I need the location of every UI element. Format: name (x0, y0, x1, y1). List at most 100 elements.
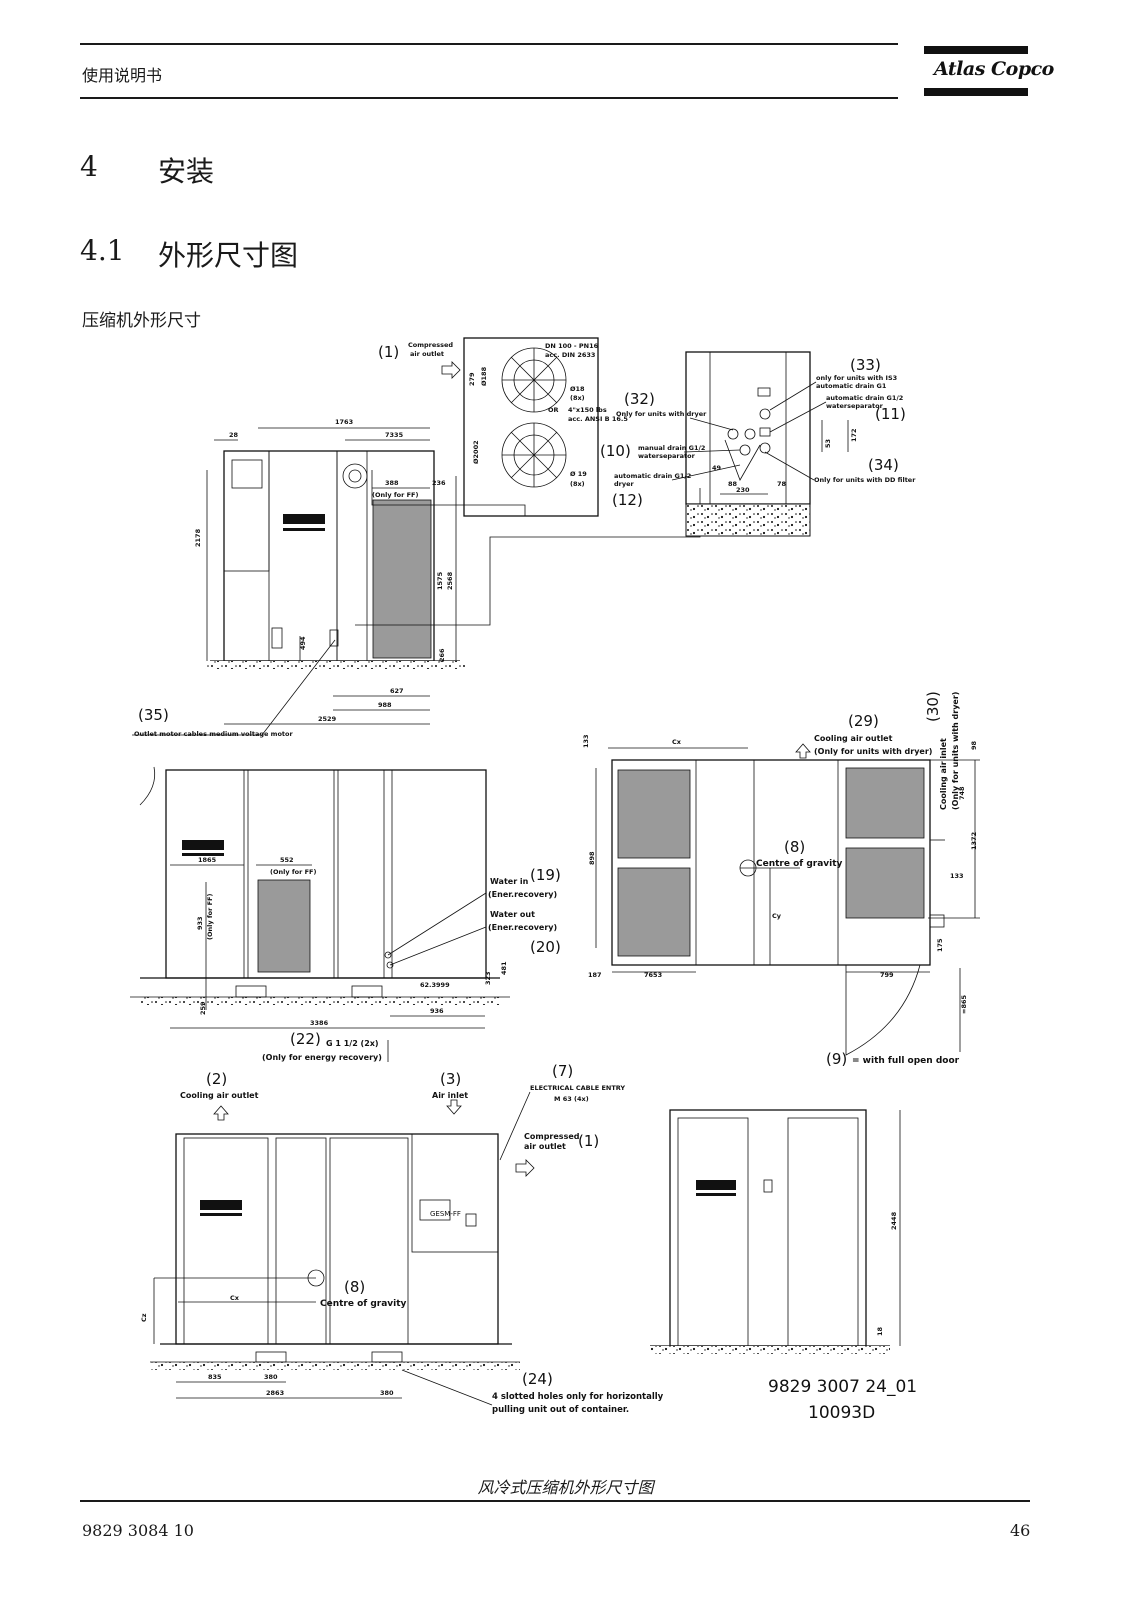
subsection-number: 4.1 (80, 234, 125, 267)
dim-78: 78 (777, 480, 787, 488)
footer-rule (80, 1500, 1030, 1502)
callout-9: (9) (826, 1050, 847, 1068)
callout-3: (3) (440, 1070, 461, 1088)
callout-32-text: Only for units with dryer (616, 410, 707, 418)
footer-doc-number: 9829 3084 10 (82, 1521, 194, 1540)
dim-88: 88 (728, 480, 738, 488)
callout-9-text: = with full open door (852, 1056, 960, 1066)
callout-8-text: Centre of gravity (756, 859, 843, 869)
flange1-spec: DN 100 - PN16 (545, 342, 599, 350)
callout-20-text2: (Ener.recovery) (488, 923, 557, 932)
callout-1-text1: Compressed (408, 341, 453, 349)
dim-133-side: 133 (582, 734, 590, 748)
dim-988: 988 (378, 701, 392, 709)
callout-10: (10) (600, 442, 631, 460)
dim-1372: 1372 (970, 832, 978, 850)
flange-or: OR (548, 406, 559, 414)
dim-2529: 2529 (318, 715, 337, 723)
dim-230: 230 (736, 486, 750, 494)
side-view-bottom: Cz Cx 835 380 2863 380 (140, 1133, 520, 1406)
callout-12: (12) (612, 491, 643, 509)
dim-2448: 2448 (890, 1211, 898, 1230)
dim-18: 18 (876, 1326, 884, 1336)
dim-7335: 7335 (385, 431, 404, 439)
callout-30: (30) (924, 691, 942, 722)
dim-748: 748 (958, 786, 966, 800)
drain-detail-view: 230 88 49 78 53 172 (685, 351, 858, 537)
dim-266: 266 (438, 648, 446, 662)
flange2-spec: 4"x150 lbs (568, 406, 607, 414)
end-view-bottom: 2448 18 (650, 1109, 901, 1354)
dim-d2002: Ø2002 (472, 440, 480, 464)
callout-8b-text: Centre of gravity (320, 1299, 407, 1309)
drawing-ref-code: 10093D (808, 1403, 875, 1423)
dim-481: 481 (500, 961, 508, 975)
dim-494: 494 (299, 636, 307, 650)
flange1-std: acc. DIN 2633 (545, 351, 595, 359)
callout-12-text1: automatic drain G1/2 (614, 472, 691, 480)
dim-62: 62.3999 (420, 981, 450, 989)
callout-22: (22) (290, 1030, 321, 1048)
callout-29-text1: Cooling air outlet (814, 734, 893, 743)
dim-1763: 1763 (335, 418, 353, 426)
dim-2863: 2863 (266, 1389, 284, 1397)
callout-24-text1: 4 slotted holes only for horizontally (492, 1392, 664, 1402)
side-view-middle: 1865 552 (Only for FF) 933 (Only for FF)… (130, 766, 510, 1062)
callout-11: (11) (875, 405, 906, 423)
callout-1b-text1: Compressed (524, 1132, 580, 1141)
flange-detail: 279 Ø188 Ø2002 DN 100 - PN16 acc. DIN 26… (371, 337, 628, 517)
callout-22-text1: G 1 1/2 (2x) (326, 1039, 379, 1048)
callout-19: (19) (530, 866, 561, 884)
subsection-title: 外形尺寸图 (158, 239, 299, 272)
dim-388: 388 (385, 479, 399, 487)
dim-323: 323 (484, 971, 492, 985)
callout-24: (24) (522, 1370, 553, 1388)
front-view-top: 1763 28 7335 388 (Only for FF) 236 2178 … (132, 418, 701, 736)
dim-835: 835 (208, 1373, 222, 1381)
dim-cy: Cy (772, 912, 782, 920)
dim-cx2: Cx (230, 1294, 240, 1302)
footer-page-number: 46 (1010, 1521, 1031, 1540)
callout-8b: (8) (344, 1278, 365, 1296)
callout-35: (35) (138, 706, 169, 724)
callout-22-text2: (Only for energy recovery) (262, 1053, 382, 1062)
callout-34-text: Only for units with DD filter (814, 476, 916, 484)
callout-1b-text2: air outlet (524, 1142, 566, 1151)
dim-259: 259 (199, 1001, 207, 1015)
callout-30-text2: (Only for units with dryer) (951, 692, 960, 810)
dim-note-ff: (Only for FF) (372, 491, 418, 499)
section-title: 安装 (158, 155, 215, 188)
callout-7: (7) (552, 1062, 573, 1080)
figure-caption: 风冷式压缩机外形尺寸图 (477, 1478, 654, 1497)
dim-1575: 1575 (436, 571, 444, 590)
flange1-hole: Ø18 (570, 385, 585, 393)
callout-30-text1: Cooling air inlet (939, 738, 948, 810)
dim-3386: 3386 (310, 1019, 329, 1027)
dim-2568: 2568 (446, 571, 454, 590)
panel-model: GESM-FF (430, 1210, 461, 1218)
callout-10-text1: manual drain G1/2 (638, 444, 705, 452)
dim-98: 98 (970, 740, 978, 750)
callout-29-text2: (Only for units with dryer) (814, 747, 932, 756)
dim-898: 898 (588, 851, 596, 865)
flange1-count: (8x) (570, 394, 585, 402)
dim-865: =865 (960, 995, 968, 1014)
flange2-count: (8x) (570, 480, 585, 488)
callout-7-text2: M 63 (4x) (554, 1095, 589, 1103)
callout-2-text: Cooling air outlet (180, 1091, 259, 1100)
callout-33-text1: only for units with IS3 (816, 374, 897, 382)
callout-1b: (1) (578, 1132, 599, 1150)
callout-7-text1: ELECTRICAL CABLE ENTRY (530, 1084, 625, 1092)
callout-33: (33) (850, 356, 881, 374)
callout-29: (29) (848, 712, 879, 730)
dim-236: 236 (432, 479, 446, 487)
header-top-rule (80, 43, 898, 45)
callout-11-text1: automatic drain G1/2 (826, 394, 903, 402)
callout-1: (1) (378, 343, 399, 361)
logo-text: Atlas Copco (934, 58, 1054, 80)
dim-49: 49 (712, 464, 722, 472)
callout-19-text2: (Ener.recovery) (488, 890, 557, 899)
dim-933: 933 (196, 916, 204, 930)
dim-28: 28 (229, 431, 239, 439)
